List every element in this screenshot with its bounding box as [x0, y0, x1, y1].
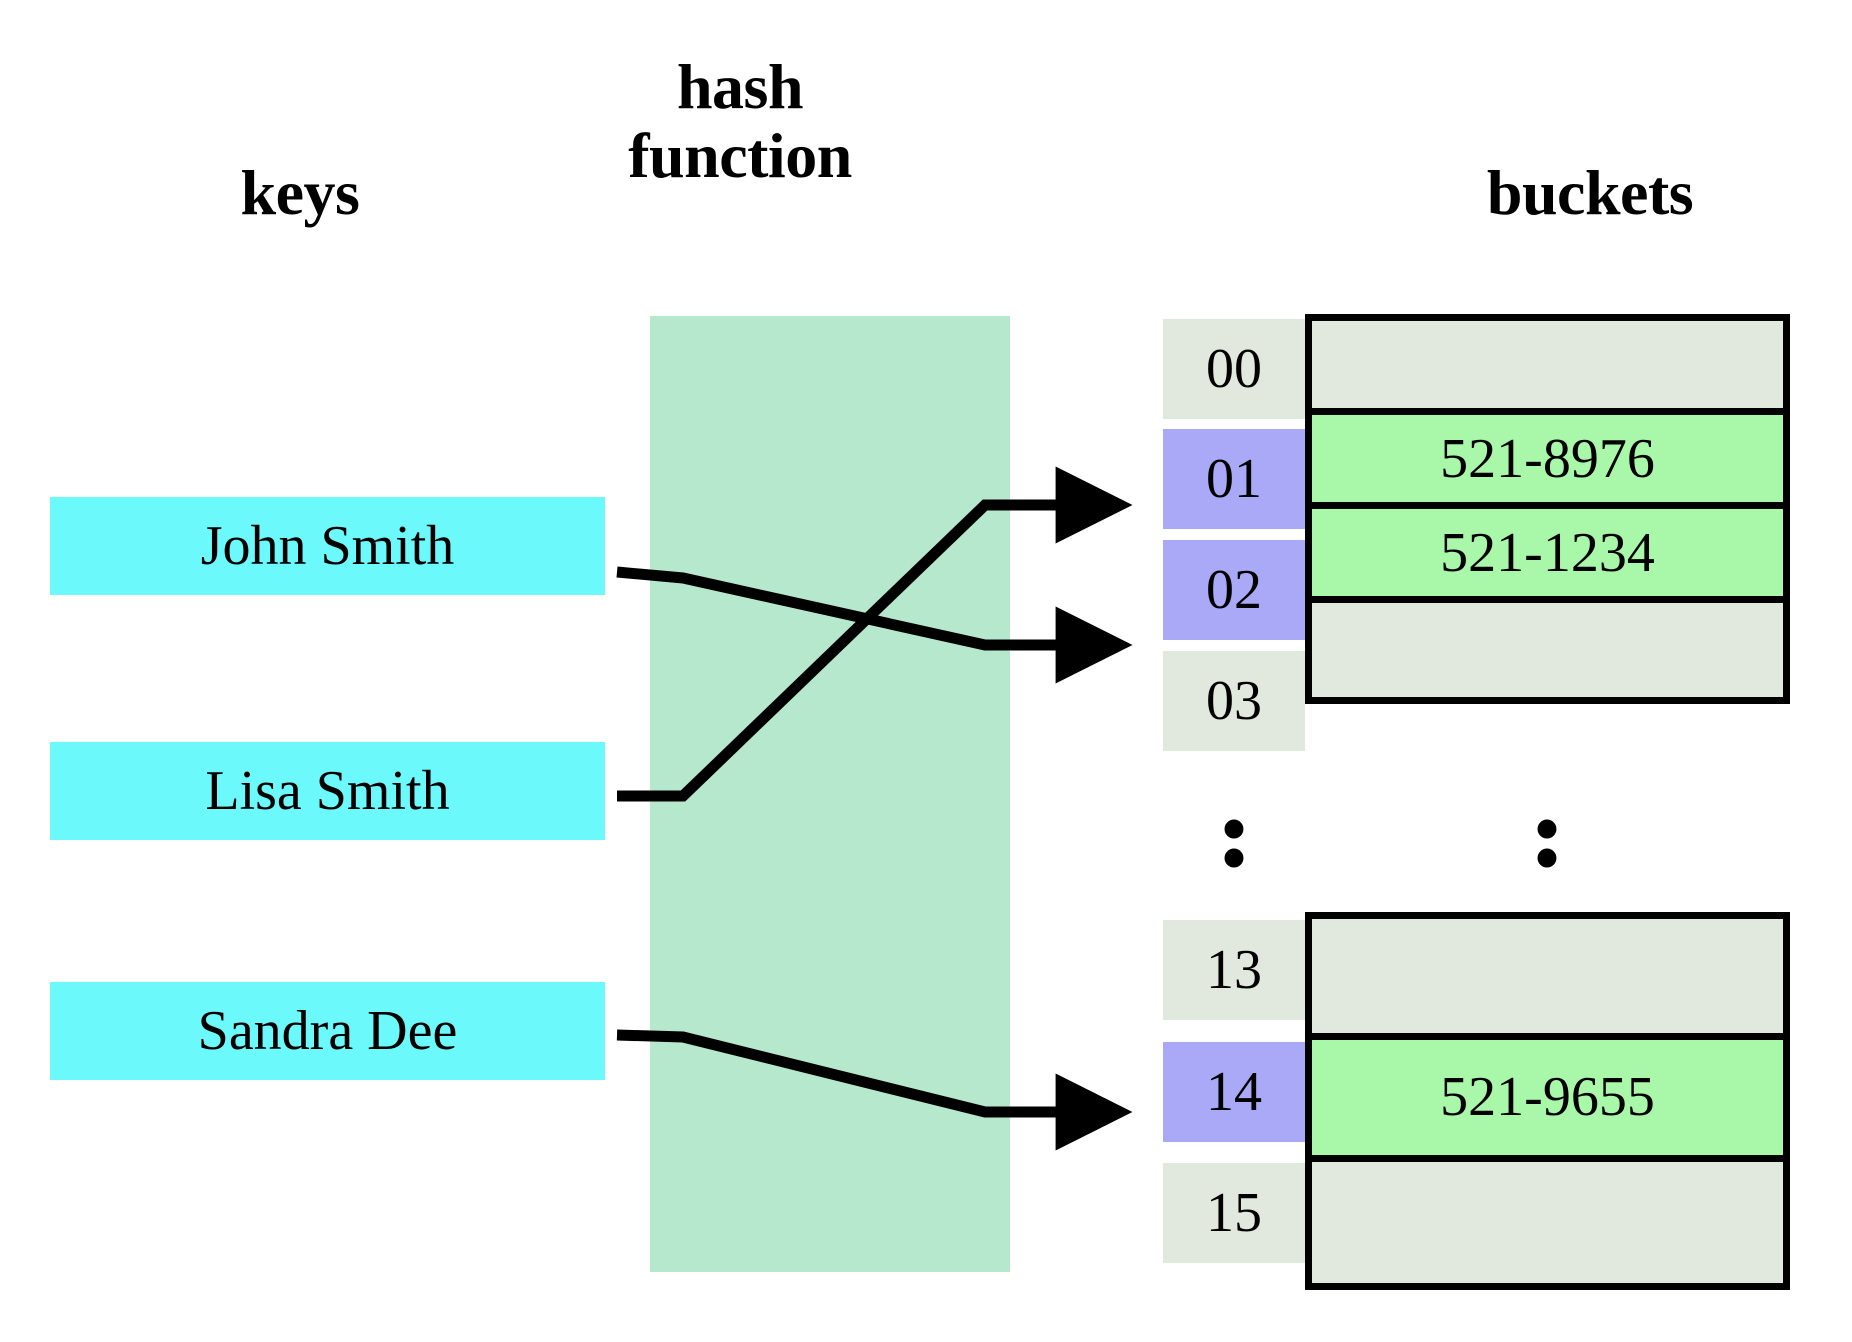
index-cell-01[interactable]: 01 [1163, 429, 1305, 529]
ellipsis-dot-lower: • [1534, 820, 1560, 898]
index-cell-14[interactable]: 14 [1163, 1042, 1305, 1142]
bucket-row[interactable] [1312, 919, 1783, 1041]
index-cell-15[interactable]: 15 [1163, 1163, 1305, 1263]
bucket-column-ellipsis: • • [1532, 794, 1562, 898]
index-cell-03[interactable]: 03 [1163, 651, 1305, 751]
column-heading-buckets: buckets [1486, 157, 1694, 228]
index-column-ellipsis: • • [1219, 794, 1249, 898]
key-box-sandra-dee[interactable]: Sandra Dee [50, 982, 605, 1080]
bucket-row[interactable] [1312, 1161, 1783, 1283]
bucket-row[interactable]: 521-9655 [1312, 1040, 1783, 1162]
hash-function-band [650, 316, 1010, 1272]
index-cell-00[interactable]: 00 [1163, 319, 1305, 419]
key-label: Lisa Smith [205, 760, 450, 822]
column-heading-hash-function: hash function [628, 51, 852, 192]
column-heading-keys: keys [240, 157, 360, 228]
key-box-john-smith[interactable]: John Smith [50, 497, 605, 595]
bucket-row[interactable]: 521-8976 [1312, 415, 1783, 509]
key-box-lisa-smith[interactable]: Lisa Smith [50, 742, 605, 840]
bucket-row[interactable]: 521-1234 [1312, 509, 1783, 603]
bucket-row[interactable] [1312, 603, 1783, 697]
index-cell-02[interactable]: 02 [1163, 540, 1305, 640]
ellipsis-dot-lower: • [1221, 820, 1247, 898]
key-label: Sandra Dee [197, 1000, 458, 1062]
bucket-table-bottom: 521-9655 [1305, 912, 1790, 1290]
bucket-table-top: 521-8976 521-1234 [1305, 314, 1790, 704]
index-cell-13[interactable]: 13 [1163, 920, 1305, 1020]
key-label: John Smith [200, 515, 455, 577]
bucket-row[interactable] [1312, 321, 1783, 415]
